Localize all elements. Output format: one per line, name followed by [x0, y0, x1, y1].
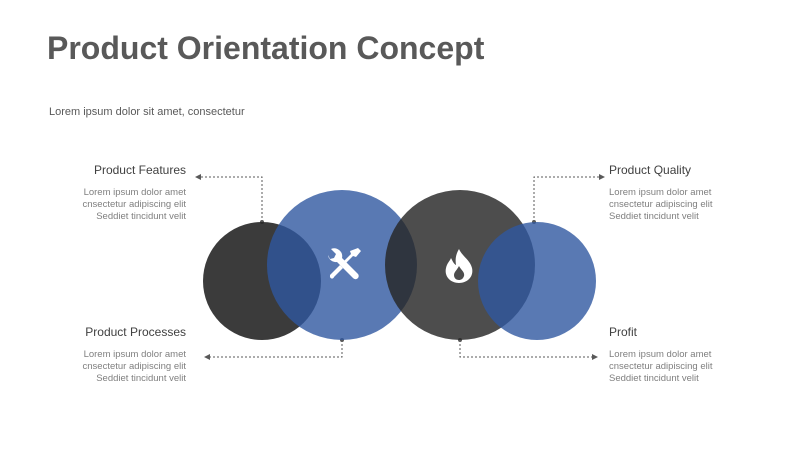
circle-product-quality	[478, 222, 596, 340]
block-line: Seddiet tincidunt velit	[96, 373, 186, 384]
block-product-quality: Product Quality Lorem ipsum dolor amet c…	[609, 163, 799, 223]
block-line: Lorem ipsum dolor amet	[83, 187, 186, 198]
block-line: cnsectetur adipiscing elit	[609, 199, 713, 210]
block-line: cnsectetur adipiscing elit	[82, 361, 187, 372]
block-line: Lorem ipsum dolor amet	[609, 349, 712, 360]
block-heading: Product Features	[93, 163, 186, 177]
block-line: Seddiet tincidunt velit	[96, 211, 186, 222]
block-product-processes: Product Processes Lorem ipsum dolor amet…	[0, 325, 187, 385]
block-heading: Profit	[609, 325, 638, 339]
block-heading: Product Processes	[85, 325, 186, 339]
block-product-features: Product Features Lorem ipsum dolor amet …	[0, 163, 187, 223]
block-line: cnsectetur adipiscing elit	[609, 361, 713, 372]
block-line: Lorem ipsum dolor amet	[83, 349, 186, 360]
connector-profit	[459, 340, 594, 358]
block-heading: Product Quality	[609, 163, 692, 177]
block-line: Seddiet tincidunt velit	[609, 373, 699, 384]
fire-icon	[445, 249, 473, 283]
block-line: cnsectetur adipiscing elit	[82, 199, 187, 210]
tools-icon	[328, 248, 361, 280]
block-profit: Profit Lorem ipsum dolor amet cnsectetur…	[609, 325, 799, 385]
connector-quality	[533, 176, 600, 222]
page-subtitle: Lorem ipsum dolor sit amet, consectetur	[49, 106, 245, 118]
page-title: Product Orientation Concept	[47, 30, 485, 66]
connector-processes	[208, 340, 343, 358]
connector-features	[200, 176, 263, 222]
block-line: Lorem ipsum dolor amet	[609, 187, 712, 198]
block-line: Seddiet tincidunt velit	[609, 211, 699, 222]
connectors	[200, 176, 600, 358]
